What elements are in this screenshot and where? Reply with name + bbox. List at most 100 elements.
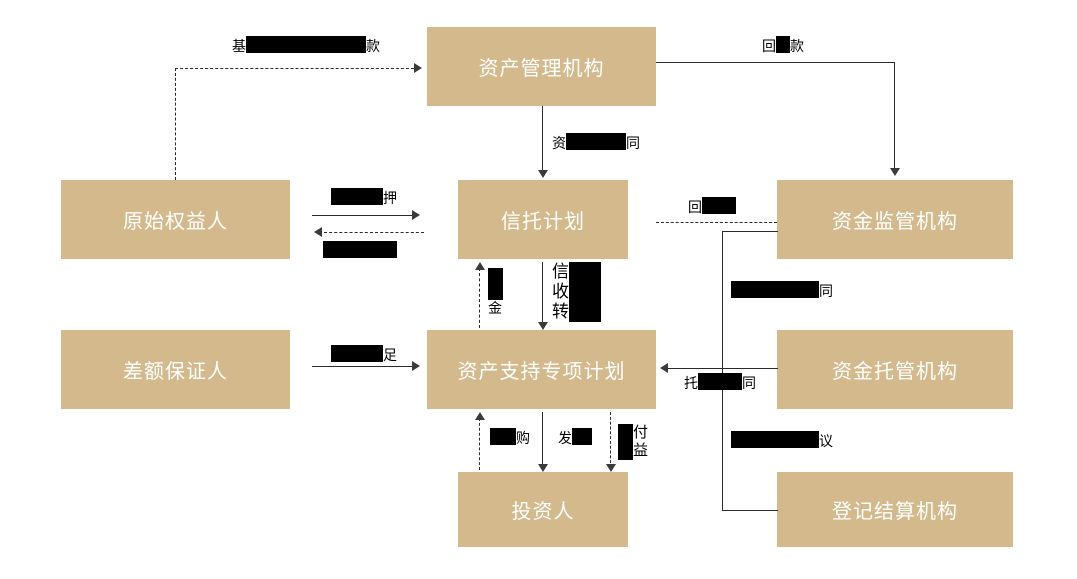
connector-shortfall-to-special-plan (312, 366, 414, 367)
label-visible-suffix: 款 (366, 38, 380, 54)
label-visible-suffix: 同 (626, 135, 640, 151)
label-visible-suffix: 购 (516, 430, 530, 446)
redaction-block (618, 424, 633, 442)
connector-issue-vertical (542, 412, 543, 468)
label-visible-prefix: 托 (684, 375, 698, 391)
edge-label-pay-income: 付 益 (618, 424, 648, 460)
label-visible-prefix: 基 (232, 38, 246, 54)
arrowhead-investor-subscribe (475, 412, 485, 420)
node-label: 资产支持专项计划 (457, 361, 626, 383)
node-label: 差额保证人 (123, 361, 228, 383)
edge-label-manager-to-trust: 资同 (552, 133, 640, 152)
edge-label-trust-funds: 金 (488, 268, 503, 316)
arrowhead-custodian-to-special-plan (660, 363, 668, 373)
edge-label-supervisor-company: 同 (731, 281, 833, 300)
label-visible-char: 信 (552, 262, 569, 281)
node-label: 投资人 (511, 501, 575, 523)
node-label: 资金监管机构 (832, 211, 958, 233)
edge-label-shortfall: 足 (331, 345, 397, 364)
label-visible-suffix: 款 (790, 38, 804, 54)
label-column-redacted (569, 262, 601, 322)
node-trust-plan[interactable]: 信托计划 (458, 180, 628, 259)
connector-beneficiary-transfer-vertical (542, 262, 543, 326)
redaction-block (569, 282, 601, 302)
edge-label-originator-pledge: 押 (331, 188, 397, 207)
connector-originator-to-manager-horizontal (175, 68, 414, 69)
node-asset-manager[interactable]: 资产管理机构 (427, 27, 656, 106)
connector-originator-pledge (312, 215, 414, 216)
arrowhead-beneficiary-transfer (538, 322, 548, 330)
label-visible-suffix: 议 (819, 433, 833, 449)
connector-manager-to-supervisor-horizontal (656, 62, 895, 63)
label-visible-suffix: 足 (383, 347, 397, 363)
edge-label-registration-agreement: 议 (731, 431, 833, 450)
label-visible-suffix: 同 (742, 375, 756, 391)
connector-trust-to-originator (324, 232, 424, 233)
edge-label-issue: 发 (558, 428, 592, 447)
redaction-block (569, 302, 601, 322)
label-visible-suffix: 押 (383, 190, 397, 206)
connector-trunk-to-registration (722, 510, 778, 511)
edge-label-supervisor-return: 回 (688, 197, 736, 216)
label-visible-prefix: 回 (762, 38, 776, 54)
arrowhead-issue (538, 464, 548, 472)
connector-manager-to-supervisor-vertical (894, 62, 895, 170)
label-column-visible: 信 收 转 (552, 262, 569, 322)
arrowhead-originator-pledge (412, 210, 420, 220)
label-visible-char: 益 (633, 442, 649, 459)
arrowhead-shortfall-to-special-plan (412, 361, 420, 371)
node-investor[interactable]: 投资人 (458, 472, 628, 547)
node-registration-clearing[interactable]: 登记结算机构 (777, 472, 1013, 547)
redaction-block (566, 133, 626, 150)
edge-label-manager-to-supervisor: 回款 (762, 36, 804, 55)
connector-trust-funds-vertical (479, 268, 480, 328)
connector-trunk-to-custodian (722, 368, 778, 369)
redaction-block (488, 284, 503, 300)
edge-label-trust-to-originator (323, 241, 397, 260)
redaction-block (488, 268, 503, 284)
redaction-block (776, 36, 790, 53)
redaction-block (572, 428, 592, 445)
connector-investor-subscribe-vertical (479, 418, 480, 470)
arrowhead-originator-to-manager (414, 63, 422, 73)
redaction-block (246, 36, 366, 53)
redaction-block (490, 428, 516, 445)
redaction-block (331, 188, 383, 205)
node-fund-custodian[interactable]: 资金托管机构 (777, 330, 1013, 409)
arrowhead-trust-funds (475, 262, 485, 270)
label-visible-char: 金 (488, 300, 502, 316)
label-visible-char: 转 (552, 302, 569, 321)
node-fund-supervisor[interactable]: 资金监管机构 (777, 180, 1013, 259)
edge-label-originator-to-manager: 基款 (232, 36, 380, 55)
edge-label-custody-contract: 托同 (684, 373, 756, 392)
arrowhead-trust-to-originator (314, 227, 322, 237)
label-visible-char: 收 (552, 282, 569, 301)
redaction-block (618, 442, 633, 460)
label-visible-prefix: 资 (552, 135, 566, 151)
connector-supervisor-return (656, 222, 777, 223)
node-shortfall-guarantor[interactable]: 差额保证人 (61, 330, 290, 409)
label-visible-prefix: 发 (558, 430, 572, 446)
connector-pay-income-vertical (610, 412, 611, 468)
arrowhead-pay-income (606, 464, 616, 472)
redaction-block (323, 241, 397, 258)
label-visible-prefix: 回 (688, 199, 702, 215)
redaction-block (731, 281, 819, 298)
label-column: 金 (488, 268, 503, 316)
node-label: 原始权益人 (123, 211, 228, 233)
redaction-block (698, 373, 742, 390)
connector-originator-to-manager-vertical (175, 68, 176, 180)
node-label: 资产管理机构 (478, 58, 605, 80)
edge-label-trust-beneficiary-transfer: 信 收 转 (552, 262, 601, 322)
label-column-visible: 付 益 (633, 424, 648, 460)
connector-right-trunk-vertical (722, 231, 723, 511)
redaction-block (731, 431, 819, 448)
arrowhead-manager-to-supervisor (890, 168, 900, 176)
connector-trunk-to-supervisor (722, 231, 778, 232)
node-originator[interactable]: 原始权益人 (61, 180, 290, 259)
label-visible-suffix: 同 (819, 283, 833, 299)
node-abs-special-plan[interactable]: 资产支持专项计划 (427, 330, 656, 409)
redaction-block (702, 197, 736, 214)
redaction-block (569, 262, 601, 282)
